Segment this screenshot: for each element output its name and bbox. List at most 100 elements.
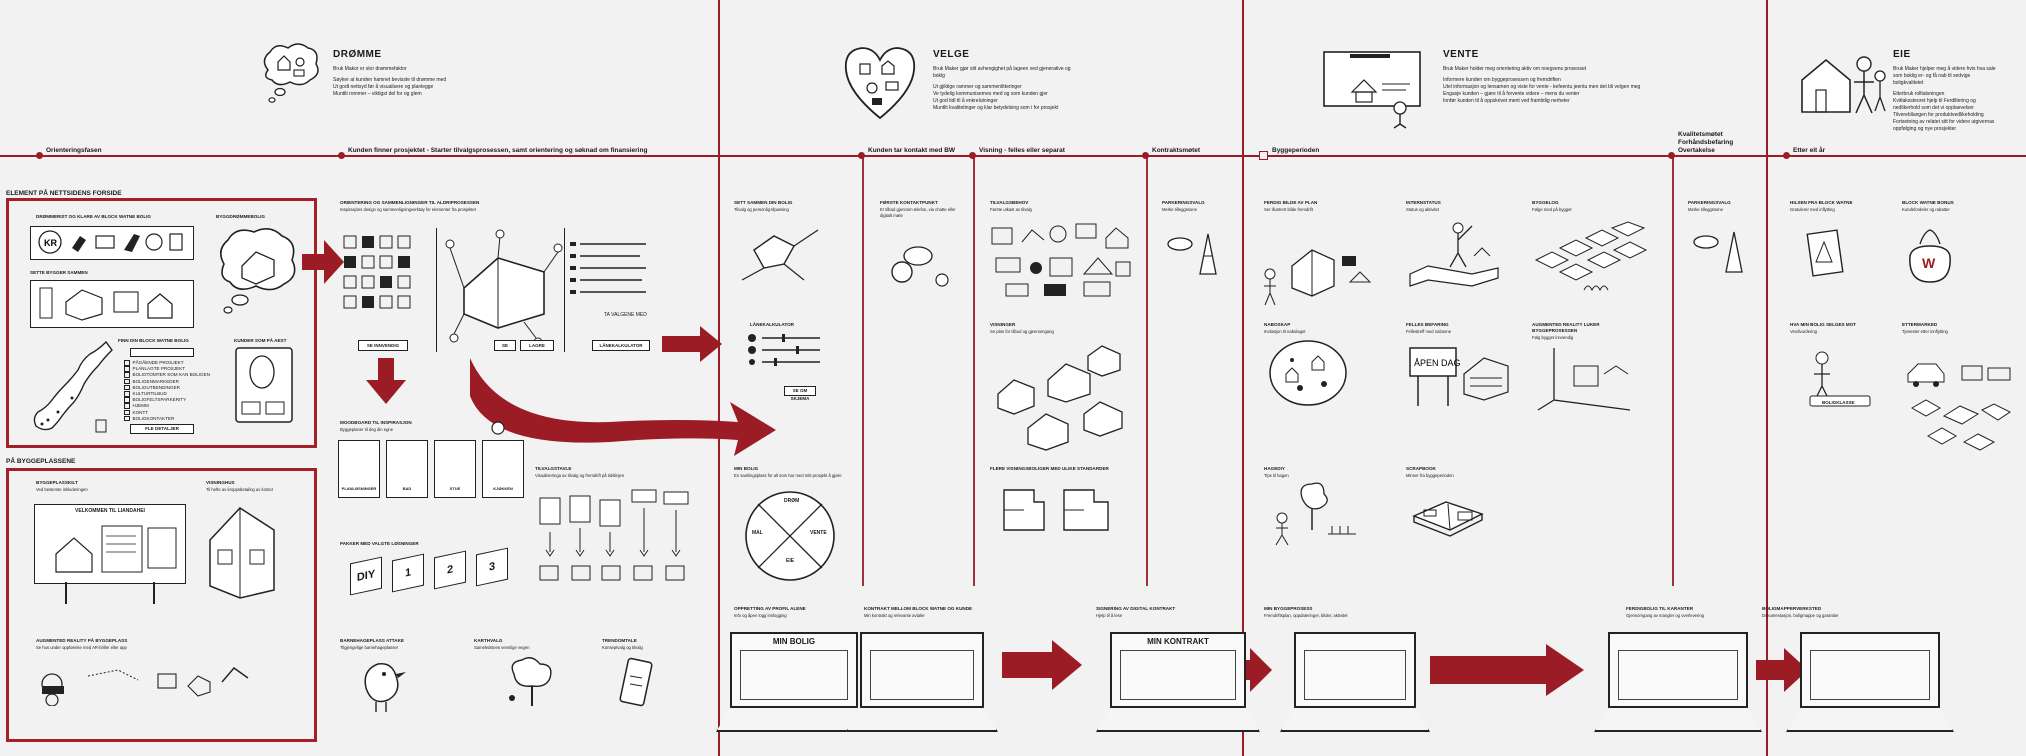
checkbox-icon bbox=[124, 372, 130, 378]
sign-text: ÅPEN DAG bbox=[1414, 358, 1461, 368]
box-title: SETT SAMMEN DIN BOLIG bbox=[734, 200, 793, 205]
flow-arrow bbox=[1756, 648, 1808, 692]
package-label: 3 bbox=[488, 560, 496, 574]
save-button[interactable]: LAGRE bbox=[520, 340, 554, 351]
moodboard-card[interactable]: PLANLØSNINGER bbox=[338, 440, 380, 498]
moodboard-label: BAD bbox=[402, 486, 412, 491]
sell-value-icon bbox=[1809, 351, 1871, 407]
package-cube[interactable]: 2 bbox=[434, 550, 466, 590]
map-legend-item[interactable]: BOLIGFELTSPARKERITY bbox=[124, 397, 186, 403]
see-interior-button[interactable]: SE INNVENDIG bbox=[358, 340, 408, 351]
package-label: 1 bbox=[404, 566, 412, 580]
laptop-box-desc: Dokumentasjon, boligmappe og garantier bbox=[1762, 613, 1839, 618]
show-house-icon bbox=[209, 507, 275, 599]
see-form-button[interactable]: SE OM SKJEMA bbox=[784, 386, 816, 401]
laptop-box-desc: Gjennomgang av mangler og overlevering bbox=[1626, 613, 1704, 618]
signboard-sketch bbox=[55, 525, 177, 604]
moodboard-label: PLANLØSNINGER bbox=[341, 486, 377, 491]
box-title: MOODBOARD TIL INSPIRASJON bbox=[340, 420, 412, 425]
parking-cones-icon bbox=[1693, 231, 1743, 273]
box-title: PARKERINGSVALG bbox=[1162, 200, 1205, 205]
map-legend-label: BOLIGKONTAKTER bbox=[132, 415, 175, 421]
map-legend-item[interactable]: BOLIGUTBENDINGER bbox=[124, 385, 180, 391]
flow-arrow bbox=[1002, 640, 1082, 690]
checkbox-icon bbox=[124, 415, 130, 422]
box-title: PARKERINGSVALG bbox=[1688, 200, 1731, 205]
map-legend-item[interactable]: HJEMM bbox=[124, 403, 149, 409]
laptop-screen[interactable]: MIN BOLIG bbox=[730, 632, 858, 708]
laptop-box-title: SIGNERING AV DIGITAL KONTRAKT bbox=[1096, 606, 1176, 611]
map-details-button[interactable]: FLE DETALJER bbox=[130, 424, 194, 434]
dream-cloud-icon bbox=[263, 43, 319, 103]
box-desc: Verdivurdering bbox=[1790, 329, 1818, 334]
package-cube[interactable]: 3 bbox=[476, 547, 508, 587]
sub-divider-4 bbox=[1672, 156, 1674, 586]
kr-tag: KR bbox=[44, 238, 57, 248]
box-title: ETTERMARKED bbox=[1902, 322, 1938, 327]
laptop-screen[interactable] bbox=[1608, 632, 1748, 708]
sub-divider-2 bbox=[973, 156, 975, 586]
flow-arrow bbox=[1430, 644, 1584, 696]
sketch-house-icon bbox=[741, 229, 819, 281]
checkbox-icon bbox=[124, 391, 130, 397]
laptop-screen[interactable] bbox=[860, 632, 984, 708]
timeline-label: Kontraktsmøtet bbox=[1152, 147, 1201, 154]
package-cube[interactable]: DIY bbox=[350, 556, 382, 596]
timeline-label: Visning - felles eller separat bbox=[979, 147, 1065, 154]
loan-calculator-button[interactable]: LÅNEKALKULATOR bbox=[592, 340, 650, 351]
laptop-box-desc: Min kontrakt og relevante avtaler bbox=[864, 613, 925, 618]
laptop-box-desc: Info og åpen logg innlogging bbox=[734, 613, 787, 618]
box-desc: Tjenester etter innflytting bbox=[1902, 329, 1948, 334]
timeline-label: Kvalitetsmøtet Forhåndsbefaring Overtake… bbox=[1678, 131, 1734, 154]
laptop-box-title: FERDIGBOLIG TIL KARANTER bbox=[1626, 606, 1694, 611]
moodboard-card[interactable]: KJØKKEN bbox=[482, 440, 524, 498]
laptop-keyboard bbox=[1786, 706, 1954, 732]
map-legend-item[interactable]: PÅGÅENDE PROSJEKT bbox=[124, 360, 184, 366]
pie-label: EIE bbox=[786, 558, 795, 564]
phase-title-dromme: DRØMME bbox=[333, 49, 382, 60]
tool-icons: KR bbox=[38, 230, 183, 254]
laptop-keyboard bbox=[1594, 706, 1762, 732]
box-desc: Første utkast av tilvalg bbox=[990, 207, 1032, 212]
package-cube[interactable]: 1 bbox=[392, 553, 424, 593]
map-legend-item[interactable]: BOLIGKONTAKTER bbox=[124, 416, 174, 422]
flow-arrow-curve bbox=[470, 358, 776, 456]
map-legend-label: KONTT bbox=[132, 409, 149, 415]
phase-divider-3 bbox=[1766, 0, 1768, 756]
neighborhood-circle-icon bbox=[1269, 340, 1347, 406]
map-search-bar[interactable] bbox=[130, 348, 194, 357]
phase-title-vente: VENTE bbox=[1443, 49, 1479, 60]
map-legend-item[interactable]: KULTURTILBUD bbox=[124, 391, 167, 397]
phone-hand-icon bbox=[619, 657, 653, 707]
timeline-label: Orienteringsfasen bbox=[46, 147, 102, 154]
phase-description: Bruk Maker gjør sitt avhengighet på lage… bbox=[933, 66, 1071, 111]
box-title: HILSEN FRA BLOCK WATNE bbox=[1790, 200, 1853, 205]
see-button[interactable]: SE bbox=[494, 340, 516, 351]
laptop-screen[interactable]: MIN KONTRAKT bbox=[1110, 632, 1246, 708]
laptop-screen[interactable] bbox=[1294, 632, 1416, 708]
phase-divider-1 bbox=[718, 0, 720, 756]
map-legend-item[interactable]: BOLIGTOMTER SOM KAN BOLIGEN bbox=[124, 372, 210, 378]
box-desc: Status og aktivitet bbox=[1406, 207, 1440, 212]
laptop-screen-content bbox=[1120, 650, 1236, 700]
box-desc: Kundefordeler og rabatter bbox=[1902, 207, 1950, 212]
box-desc: Tilvalg og personlig-tilpassing bbox=[734, 207, 789, 212]
norway-map-icon bbox=[33, 340, 113, 433]
map-legend-label: BOLIGTOMTER SOM KAN BOLIGEN bbox=[132, 372, 211, 378]
map-legend-item[interactable]: BOLIGENMARKEDER bbox=[124, 379, 179, 385]
box-desc: Se hus under oppførelse med AR-briller e… bbox=[36, 645, 127, 650]
map-legend-item[interactable]: PLANLAGTE PROSJEKT bbox=[124, 366, 185, 372]
divider-line bbox=[564, 228, 565, 352]
building-tiles-icon bbox=[1534, 221, 1648, 292]
timeline-label: Kunden finner prosjektet - Starter tilva… bbox=[348, 147, 648, 154]
map-legend-item[interactable]: KONTT bbox=[124, 410, 148, 416]
laptop-screen[interactable] bbox=[1800, 632, 1940, 708]
signboard-title: VELKOMMEN TIL LIANDAHEI bbox=[75, 508, 145, 514]
greeting-card-icon bbox=[1806, 229, 1844, 277]
checkbox-icon bbox=[124, 397, 130, 403]
map-legend-label: BOLIGFELTSPARKERITY bbox=[132, 397, 187, 403]
tilvalg-list-tag: TA VALGENE MED bbox=[604, 312, 647, 318]
laptop-box-title: OPPRETTING AV PROFIL ALENE bbox=[734, 606, 806, 611]
moodboard-card[interactable]: BAD bbox=[386, 440, 428, 498]
moodboard-card[interactable]: STUE bbox=[434, 440, 476, 498]
